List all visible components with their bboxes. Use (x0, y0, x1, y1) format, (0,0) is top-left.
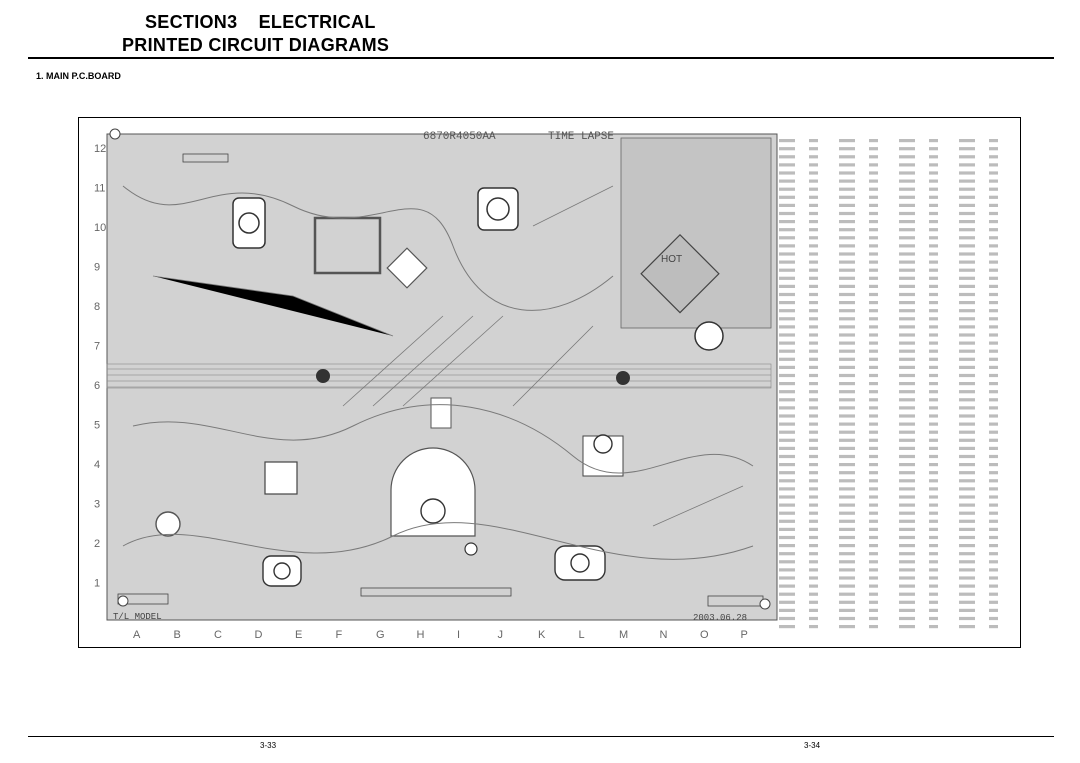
board-hot-label: HOT (661, 254, 682, 265)
row-label: 11 (94, 183, 105, 195)
row-label: 7 (94, 341, 100, 353)
board-name: TIME LAPSE (548, 131, 614, 143)
column-label: G (376, 629, 385, 641)
row-label: 4 (94, 459, 100, 471)
column-label: A (133, 629, 141, 641)
column-label: H (417, 629, 425, 641)
column-label: I (457, 629, 460, 641)
column-label: J (498, 629, 504, 641)
subheading: 1. MAIN P.C.BOARD (36, 71, 121, 81)
row-label: 6 (94, 380, 100, 392)
column-label: P (741, 629, 748, 641)
column-label: K (538, 629, 546, 641)
pcb-diagram: 6870R4050AA TIME LAPSE HOT T/L MODEL 200… (94, 128, 778, 641)
row-label: 9 (94, 262, 100, 274)
header-rule (28, 57, 1054, 59)
row-label: 8 (94, 301, 100, 313)
column-label: L (579, 629, 585, 641)
row-label: 10 (94, 222, 106, 234)
row-label: 5 (94, 420, 100, 432)
row-label: 3 (94, 499, 100, 511)
board-date: 2003.06.28 (693, 613, 747, 623)
column-label: B (174, 629, 181, 641)
column-labels: A B C D E F G H I J K L M N O P (133, 629, 748, 641)
row-label: 12 (94, 143, 106, 155)
page-title: PRINTED CIRCUIT DIAGRAMS (122, 35, 390, 55)
page-number-right: 3-34 (804, 741, 821, 750)
board-part-number: 6870R4050AA (423, 131, 496, 143)
parts-location-table (779, 139, 998, 629)
footer-rule (28, 736, 1054, 737)
column-label: D (255, 629, 263, 641)
column-label: M (619, 629, 628, 641)
column-label: E (295, 629, 302, 641)
board-model-label: T/L MODEL (113, 612, 162, 622)
row-label: 2 (94, 538, 100, 550)
column-label: C (214, 629, 222, 641)
column-label: O (700, 629, 709, 641)
page-number-left: 3-33 (260, 741, 277, 750)
column-label: N (660, 629, 668, 641)
section-heading: SECTION3 ELECTRICAL (145, 12, 376, 32)
row-labels: 12 11 10 9 8 7 6 5 4 3 2 1 (94, 143, 106, 590)
row-label: 1 (94, 578, 100, 590)
column-label: F (336, 629, 343, 641)
